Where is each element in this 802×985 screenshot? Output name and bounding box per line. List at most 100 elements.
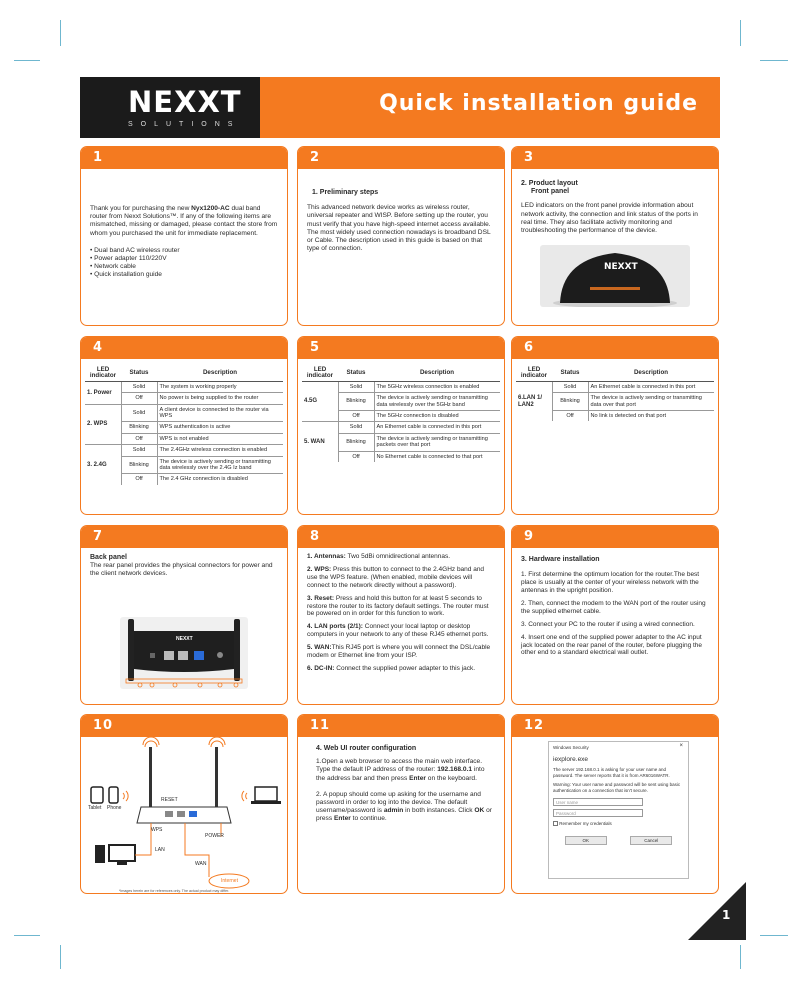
panel-6: 6 LED indicator Status Description 6.LAN… xyxy=(511,336,719,515)
install-steps: 1. First determine the optimum location … xyxy=(521,571,709,657)
led-status: Off xyxy=(121,432,158,445)
disclaimer: *Images herein are for references only. … xyxy=(119,889,230,893)
col-header: Description xyxy=(157,366,283,382)
list-item: Power adapter 110/220V xyxy=(90,255,278,263)
crop-mark xyxy=(740,945,741,969)
list-item: 2. WPS: Press this button to connect to … xyxy=(307,565,485,589)
logo-text: NEXXT xyxy=(128,85,242,119)
panel-8: 8 1. Antennas: Two 5dBi omnidirectional … xyxy=(297,525,505,705)
step-1: 1.Open a web browser to access the main … xyxy=(316,758,485,782)
led-description: The device is actively sending or transm… xyxy=(588,392,714,411)
list-item: Quick installation guide xyxy=(90,271,278,279)
panel-10: 10 xyxy=(80,714,288,894)
panel-number: 1 xyxy=(81,147,287,169)
password-field[interactable]: Password xyxy=(553,808,643,817)
crop-mark xyxy=(60,20,61,46)
led-description: No Ethernet cable is connected to that p… xyxy=(374,450,500,463)
crop-mark xyxy=(14,60,40,61)
led-description: The device is actively sending or transm… xyxy=(157,455,283,474)
col-header: Status xyxy=(552,366,588,382)
panel-number: 3 xyxy=(512,147,718,169)
led-description: The 5GHz connection is disabled xyxy=(374,410,500,422)
close-icon[interactable]: × xyxy=(679,743,683,749)
led-description: An Ethernet cable is connected in this p… xyxy=(588,380,714,393)
list-item: 2. Then, connect the modem to the WAN po… xyxy=(521,599,706,615)
list-item: 6. DC-IN: Connect the supplied power ada… xyxy=(307,664,476,672)
led-indicator: 1. Power xyxy=(85,380,122,405)
col-header: LED indicator xyxy=(85,366,121,382)
led-status: Solid xyxy=(121,444,158,457)
led-description: No power is being supplied to the router xyxy=(157,392,283,405)
list-item: 3. Connect your PC to the router if usin… xyxy=(521,620,695,628)
led-status: Solid xyxy=(552,380,589,393)
led-status: Blinking xyxy=(121,455,158,474)
tablet-label: Tablet xyxy=(88,805,102,811)
section-title: 4. Web UI router configuration xyxy=(316,745,417,752)
list-item: 1. Antennas: Two 5dBi omnidirectional an… xyxy=(307,553,451,560)
list-item: 4. LAN ports (2/1): Connect your local l… xyxy=(307,623,489,639)
step-2: 2. A popup should come up asking for the… xyxy=(316,790,492,823)
led-description: An Ethernet cable is connected in this p… xyxy=(374,421,500,434)
router-logo: NEXXT xyxy=(176,635,193,642)
section-title: 3. Hardware installation xyxy=(521,556,600,563)
network-diagram: Tablet Phone RESET WPS POWER LAN WAN Int… xyxy=(81,737,287,893)
led-description: The device is actively sending or transm… xyxy=(374,432,500,452)
panel-number: 9 xyxy=(512,526,718,548)
col-header: Status xyxy=(121,366,157,382)
panel-number: 2 xyxy=(298,147,504,169)
wan-label: WAN xyxy=(195,861,207,867)
header-banner: NEXXT SOLUTIONS Quick installation guide xyxy=(80,77,720,138)
led-status: Solid xyxy=(121,380,158,393)
list-item: 1. First determine the optimum location … xyxy=(521,571,700,595)
led-status: Off xyxy=(121,473,158,485)
checkbox-icon[interactable] xyxy=(553,820,558,826)
led-status: Off xyxy=(552,410,589,422)
panel-3: 3 2. Product layout Front panel LED indi… xyxy=(511,146,719,326)
led-status: Solid xyxy=(121,403,158,422)
led-status: Blinking xyxy=(338,432,375,452)
panel-number: 7 xyxy=(81,526,287,548)
ok-button[interactable]: OK xyxy=(564,836,607,846)
cancel-button[interactable]: Cancel xyxy=(630,836,673,846)
subsection-title: Front panel xyxy=(531,188,570,196)
router-front-image: NEXXT xyxy=(540,245,690,309)
col-header: Description xyxy=(374,366,500,382)
page-number: 1 xyxy=(722,908,731,922)
led-description: The system is working properly xyxy=(157,380,283,393)
dialog-app-name: iexplore.exe xyxy=(553,755,589,763)
led-indicator: 6.LAN 1/ LAN2 xyxy=(516,380,553,422)
led-description: WPS authentication is active xyxy=(157,421,283,434)
led-table: LED indicator Status Description 1. Powe… xyxy=(85,366,283,485)
router-back-image: NEXXT xyxy=(120,616,248,689)
led-description: The 5GHz wireless connection is enabled xyxy=(374,380,500,393)
led-status: Off xyxy=(338,410,375,422)
list-item: 3. Reset: Press and hold this button for… xyxy=(307,594,489,618)
power-label: POWER xyxy=(205,833,224,839)
reset-label: RESET xyxy=(161,797,178,803)
section-title: 1. Preliminary steps xyxy=(312,189,379,196)
panel-number: 5 xyxy=(298,337,504,359)
username-field[interactable]: User name xyxy=(553,797,643,806)
led-description: No link is detected on that port xyxy=(588,410,714,422)
led-indicator: 2. WPS xyxy=(85,403,122,445)
led-status: Blinking xyxy=(552,392,589,411)
intro-text: Thank you for purchasing the new Nyx1200… xyxy=(90,205,278,237)
panel-4: 4 LED indicator Status Description 1. Po… xyxy=(80,336,288,515)
page-corner xyxy=(688,882,746,940)
led-description: The 2.4GHz wireless connection is enable… xyxy=(157,444,283,457)
panel-12: 12 Windows Security × iexplore.exe The s… xyxy=(511,714,719,894)
brand-logo: NEXXT SOLUTIONS xyxy=(80,77,260,138)
crop-mark xyxy=(760,60,788,61)
dialog-message: The server 192.168.0.1 is asking for you… xyxy=(553,767,670,778)
section-title: 2. Product layout xyxy=(521,180,578,187)
led-description: WPS is not enabled xyxy=(157,432,283,445)
led-status: Solid xyxy=(338,380,375,393)
router-logo: NEXXT xyxy=(604,262,638,273)
package-list: Dual band AC wireless router Power adapt… xyxy=(90,247,278,280)
remember-option[interactable]: Remember my credentials xyxy=(553,821,684,827)
led-indicator: 5. WAN xyxy=(302,421,339,463)
led-status: Blinking xyxy=(338,392,375,411)
crop-mark xyxy=(60,945,61,969)
login-dialog: Windows Security × iexplore.exe The serv… xyxy=(548,741,689,879)
